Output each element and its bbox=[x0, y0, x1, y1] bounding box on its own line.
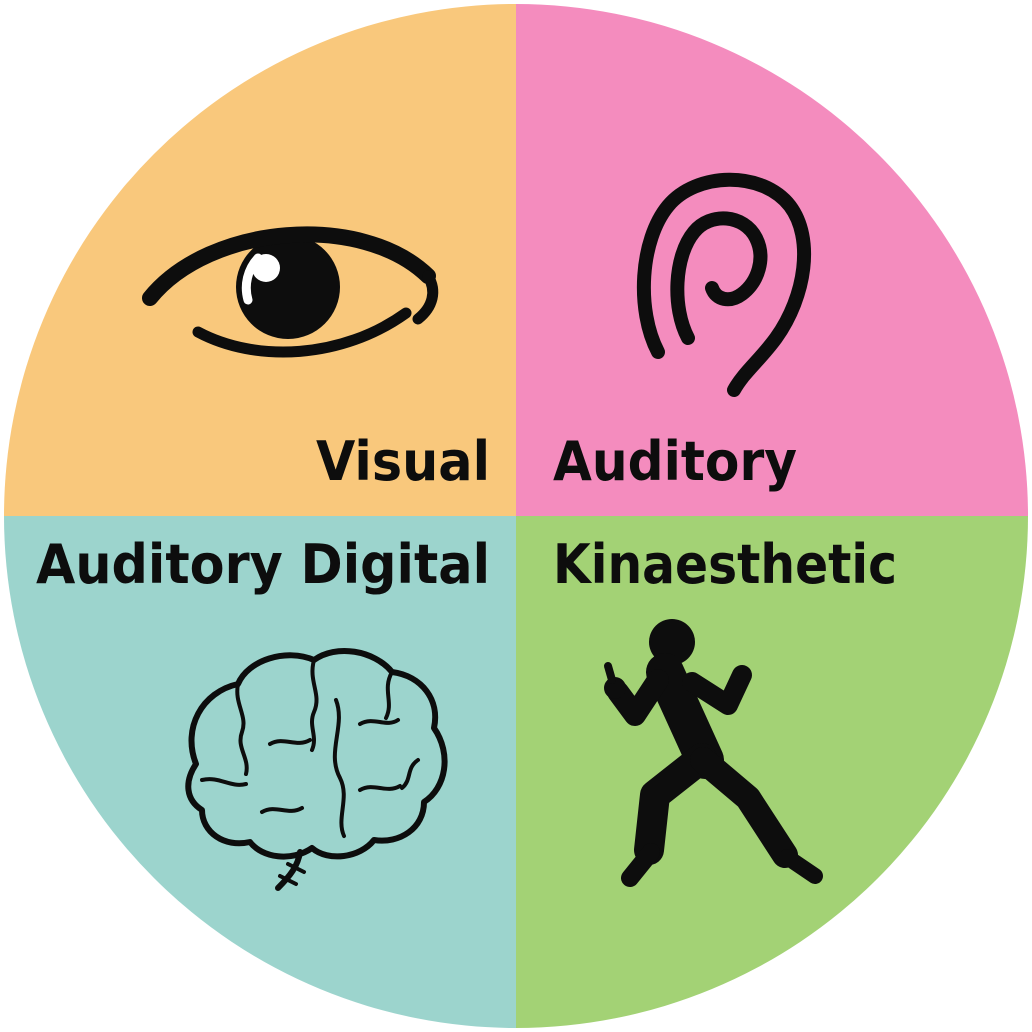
quadrant-auditory bbox=[516, 4, 1028, 516]
label-auditory: Auditory bbox=[553, 430, 797, 493]
label-kinaesthetic: Kinaesthetic bbox=[553, 533, 897, 596]
quadrant-kinaesthetic bbox=[516, 516, 1028, 1028]
runner-icon bbox=[604, 619, 823, 887]
label-auditory-digital: Auditory Digital bbox=[36, 533, 490, 596]
quadrant-auditory-digital bbox=[4, 516, 516, 1028]
ear-icon bbox=[636, 172, 812, 397]
label-visual: Visual bbox=[316, 430, 490, 493]
brain-icon bbox=[185, 647, 448, 891]
eye-icon bbox=[142, 226, 439, 358]
